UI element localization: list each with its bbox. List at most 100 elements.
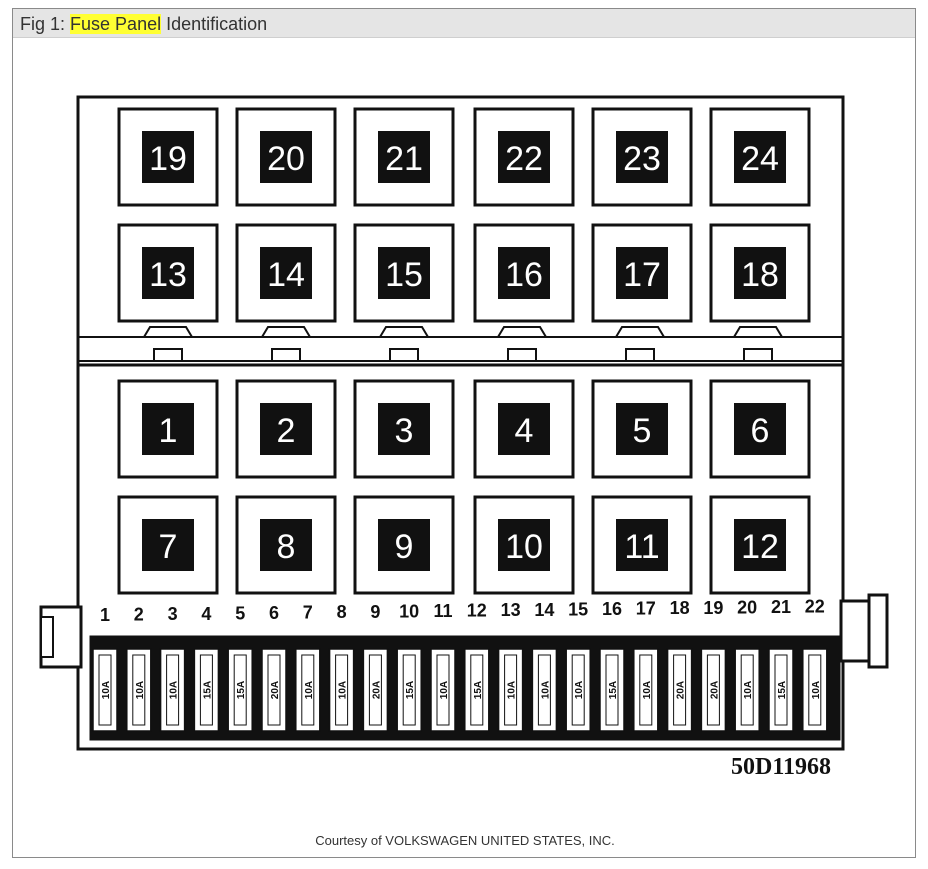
relay-1: 1 [117, 379, 219, 479]
relay-socket-outline [473, 379, 575, 479]
fuse-number: 20 [737, 597, 757, 617]
latch-hook [507, 348, 537, 361]
fuse-rating: 10A [169, 681, 180, 699]
relay-16: 16 [473, 223, 575, 323]
fuse-11: 10A [430, 648, 456, 732]
fuse-number: 4 [201, 604, 211, 624]
relay-number: 9 [395, 528, 414, 566]
relay-number: 10 [505, 528, 543, 566]
fuse-number: 22 [805, 597, 825, 617]
fuse-element [808, 654, 822, 726]
relay-label-box [498, 131, 550, 183]
relay-24: 24 [709, 107, 811, 207]
fuse-22: 10A [802, 648, 828, 732]
relay-12: 12 [709, 495, 811, 595]
relay-socket-outline [117, 107, 219, 207]
relay-label-box [498, 247, 550, 299]
fuse-rating: 10A [439, 681, 450, 699]
fuse-14: 10A [531, 648, 558, 732]
fuse-17: 10A [633, 648, 659, 732]
fuse-rating: 15A [777, 681, 788, 699]
fuse-rating: 10A [304, 681, 315, 699]
relay-socket-outline [473, 223, 575, 323]
relay-label-box [378, 519, 430, 571]
relay-label-box [260, 247, 312, 299]
fuse-element [267, 654, 281, 726]
fuse-rating: 10A [338, 681, 349, 699]
relay-label-box [734, 519, 786, 571]
relay-label-box [616, 403, 668, 455]
latch-clip [261, 326, 311, 338]
relay-number: 8 [277, 528, 296, 566]
relay-label-box [616, 247, 668, 299]
latch-clip [379, 326, 429, 338]
fuse-number: 12 [467, 601, 487, 621]
relay-22: 22 [473, 107, 575, 207]
relay-number: 2 [277, 412, 296, 450]
fuse-element [571, 654, 585, 726]
relay-number: 19 [149, 140, 187, 178]
fuse-number: 7 [303, 603, 313, 623]
relay-label-box [260, 519, 312, 571]
fuse-element [605, 654, 619, 726]
fuse-number: 5 [235, 603, 245, 623]
fuse-3: 10A [159, 648, 186, 732]
fuse-rating: 15A [236, 681, 247, 699]
fuse-strip: 10A 10A 10A 15A 15A 20A 10A 10A 20A 15A 10A 15A 10A 1… [89, 635, 841, 741]
relay-5: 5 [591, 379, 693, 479]
fuse-element [673, 654, 687, 726]
fuse-20: 10A [734, 648, 760, 732]
fuse-1: 10A [92, 648, 118, 732]
fuse-number: 18 [670, 598, 690, 618]
fuse-number: 8 [337, 602, 347, 622]
relay-8: 8 [235, 495, 337, 595]
fuse-rating: 20A [709, 681, 720, 699]
diagram-code: 50D11968 [731, 754, 831, 780]
courtesy-text: Courtesy of VOLKSWAGEN UNITED STATES, IN… [315, 833, 615, 848]
fuse-number: 21 [771, 597, 791, 617]
relay-10: 10 [473, 495, 575, 595]
relay-number: 16 [505, 256, 543, 294]
relay-11: 11 [591, 495, 693, 595]
fuse-element [301, 654, 315, 726]
fuse-element [504, 654, 518, 726]
fuse-number: 16 [602, 599, 622, 619]
fuse-16: 15A [599, 648, 625, 732]
fuse-8: 10A [328, 648, 355, 732]
fuse-number: 6 [269, 603, 279, 623]
fuse-element [740, 654, 754, 726]
fuse-element [166, 654, 180, 726]
relay-number: 24 [741, 140, 779, 178]
latch-hook [389, 348, 419, 361]
fuse-number: 14 [534, 600, 554, 620]
fuse-number: 3 [168, 604, 178, 624]
relay-label-box [378, 403, 430, 455]
fuse-element [335, 654, 349, 726]
latch-clip [497, 326, 547, 338]
fuse-rating: 10A [135, 681, 146, 699]
fuse-element [706, 654, 720, 726]
latch-hook [271, 348, 301, 361]
relay-23: 23 [591, 107, 693, 207]
latch-clip [143, 326, 193, 338]
fuse-number: 13 [501, 600, 521, 620]
relay-13: 13 [117, 223, 219, 323]
fuse-rating: 20A [270, 681, 281, 699]
relay-7: 7 [117, 495, 219, 595]
fuse-18: 20A [666, 648, 693, 732]
fuse-rating: 20A [676, 681, 687, 699]
fuse-rating: 20A [371, 681, 382, 699]
relay-label-box [378, 131, 430, 183]
fuse-rating: 15A [473, 681, 484, 699]
fuse-12: 15A [464, 648, 490, 732]
relay-socket-outline [591, 495, 693, 595]
fuse-19: 20A [700, 648, 727, 732]
relay-label-box [616, 131, 668, 183]
fuse-number: 9 [370, 602, 380, 622]
fuse-element [402, 654, 416, 726]
right-mount-tab-inner [867, 593, 889, 669]
fuse-rating: 10A [101, 681, 112, 699]
fuse-element [774, 654, 788, 726]
relay-label-box [142, 403, 194, 455]
